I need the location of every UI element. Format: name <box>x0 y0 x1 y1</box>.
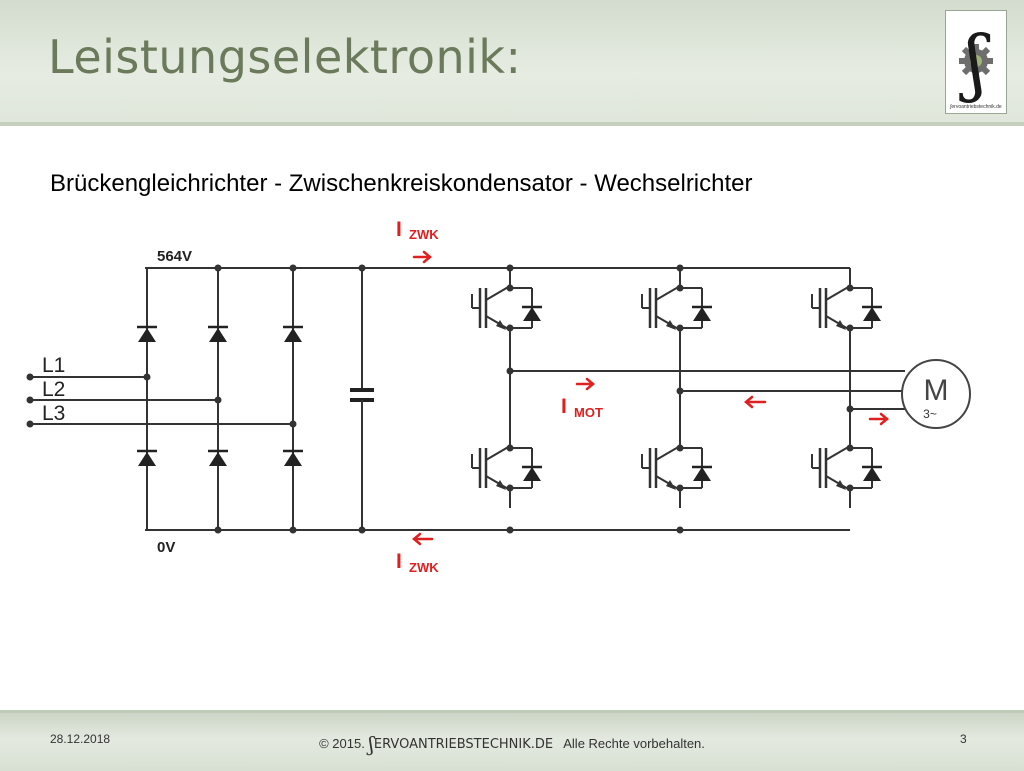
circuit-diagram: M 3~ 564V 0V L1 L2 L3 I ZWK I MOT I ZWK <box>26 218 971 575</box>
copyright-prefix: © 2015. <box>319 736 365 751</box>
motor-feeds <box>506 367 908 413</box>
arrow-right-icon <box>412 250 432 264</box>
current-label-zwk-bottom: I ZWK <box>396 550 439 575</box>
bus-junctions <box>214 264 684 534</box>
header-band <box>0 0 1024 126</box>
svg-text:I: I <box>561 395 567 418</box>
phase-inputs <box>26 373 297 428</box>
svg-text:I: I <box>396 218 402 241</box>
page-number: 3 <box>960 732 967 746</box>
voltage-top-label: 564V <box>157 248 192 265</box>
arrow-right-icon <box>575 377 595 391</box>
diode <box>206 325 230 344</box>
arrow-right-icon <box>868 412 889 426</box>
svg-text:ZWK: ZWK <box>409 227 439 242</box>
slide-subtitle: Brückengleichrichter - Zwischenkreiskond… <box>50 170 753 197</box>
diode <box>281 449 305 468</box>
logo-text: ʃervoantriebstechnik.de <box>950 104 1002 110</box>
motor-symbol: M <box>924 374 949 407</box>
igbt-switch <box>470 266 544 350</box>
footer-copyright: © 2015. ʃERVOANTRIEBSTECHNIK.DE Alle Rec… <box>0 732 1024 756</box>
phase-label-l2: L2 <box>42 378 65 401</box>
current-label-zwk-top: I ZWK <box>396 218 439 242</box>
rights-text: Alle Rechte vorbehalten. <box>563 736 705 751</box>
arrow-left-icon <box>744 395 767 409</box>
igbt-switch <box>810 266 884 350</box>
motor-phase-label: 3~ <box>923 407 937 421</box>
arrow-left-icon <box>412 532 434 546</box>
igbt-switch <box>640 266 714 350</box>
phase-label-l1: L1 <box>42 354 65 377</box>
footer-band <box>0 710 1024 771</box>
svg-text:MOT: MOT <box>574 405 603 420</box>
voltage-bottom-label: 0V <box>157 539 175 556</box>
logo-graphic: ʃ <box>959 20 993 104</box>
igbt-switch <box>810 426 884 510</box>
gear-icon <box>959 44 993 78</box>
inverter-bridge <box>470 266 884 510</box>
svg-text:I: I <box>396 550 402 573</box>
diode <box>135 325 159 344</box>
igbt-switch <box>470 426 544 510</box>
logo: ʃ ʃervoantriebstechnik.de <box>945 10 1007 114</box>
igbt-switch <box>640 426 714 510</box>
diode <box>281 325 305 344</box>
current-label-mot: I MOT <box>561 395 603 420</box>
brand-name: ERVOANTRIEBSTECHNIK.DE <box>373 737 554 752</box>
motor: M 3~ <box>901 359 971 429</box>
diode <box>206 449 230 468</box>
dc-link-capacitor <box>350 268 374 530</box>
phase-label-l3: L3 <box>42 402 65 425</box>
svg-text:ZWK: ZWK <box>409 560 439 575</box>
brand-symbol: ʃ <box>368 732 374 756</box>
current-arrows <box>412 250 889 546</box>
slide-title: Leistungselektronik: <box>48 30 522 84</box>
footer-date: 28.12.2018 <box>50 732 111 746</box>
diode <box>135 449 159 468</box>
